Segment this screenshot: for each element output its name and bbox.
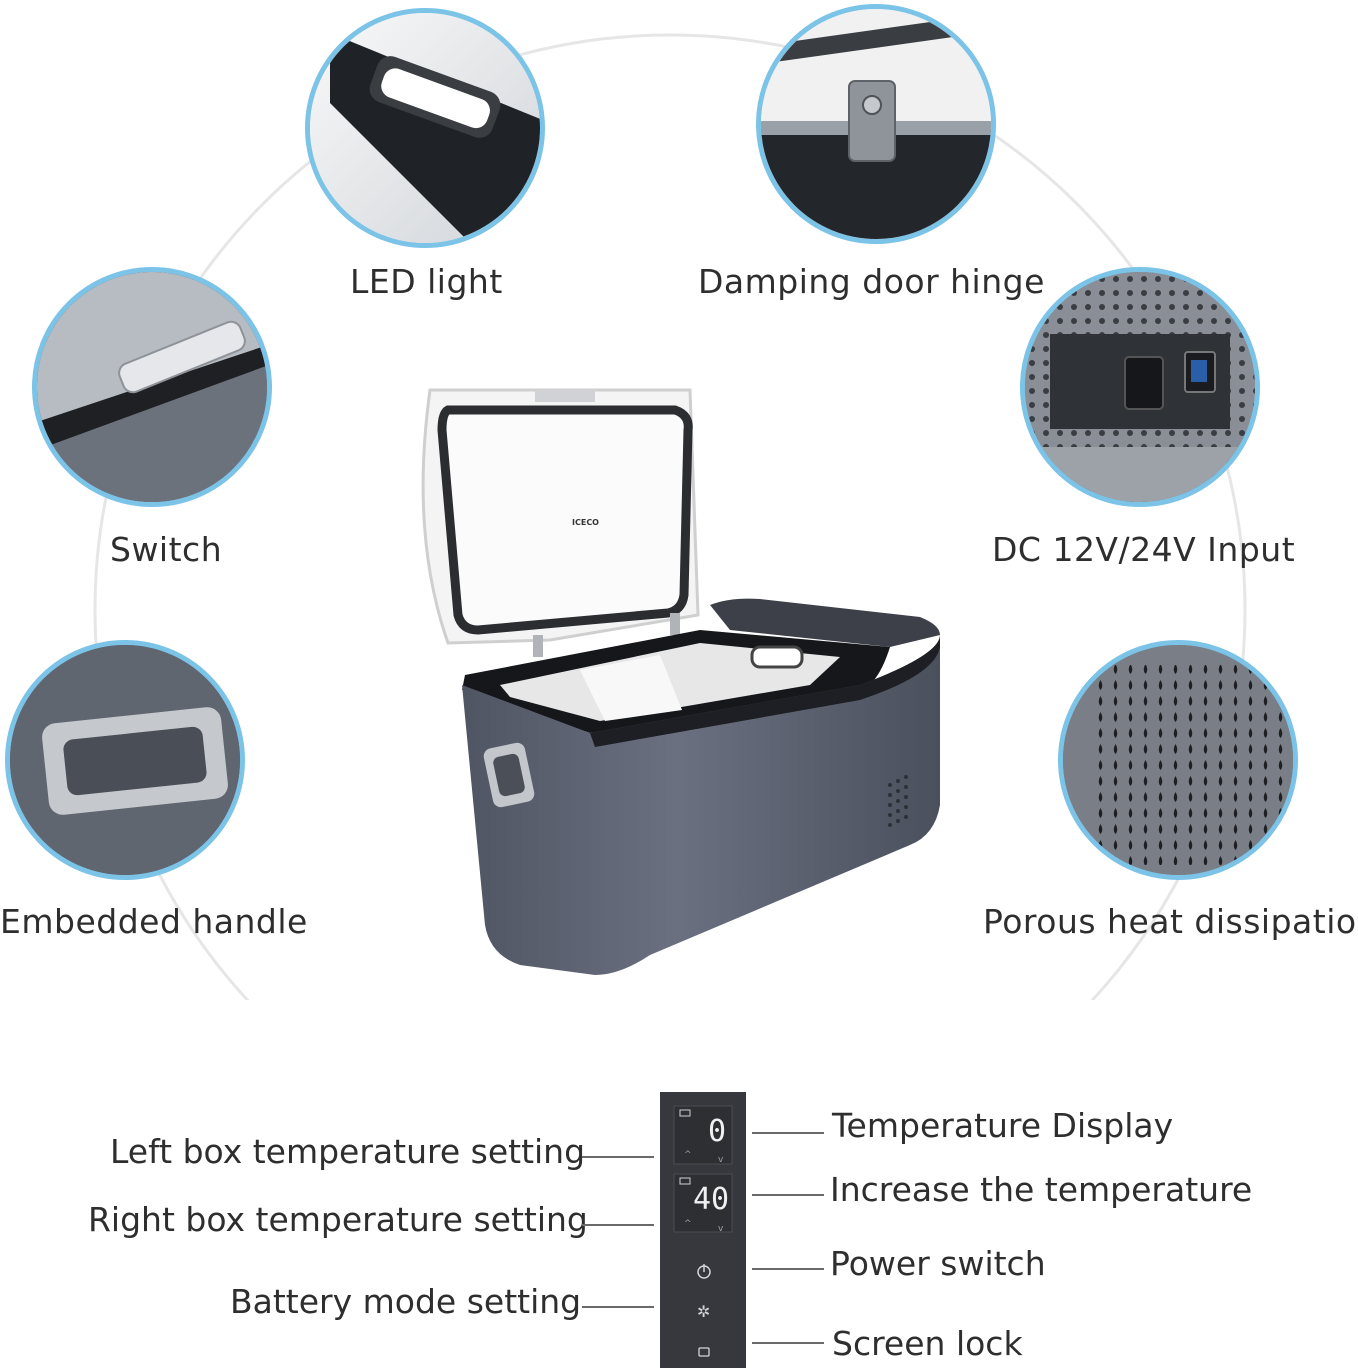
leader-line <box>752 1132 824 1134</box>
embedded-handle-label: Embedded handle <box>0 902 308 941</box>
heat-dissipation-label: Porous heat dissipation <box>983 902 1358 941</box>
heat-dissipation-detail-image <box>1058 640 1298 880</box>
damping-hinge-label: Damping door hinge <box>698 262 1045 301</box>
embedded-handle-detail-image <box>5 640 245 880</box>
switch-detail-image <box>32 267 272 507</box>
power-switch-label: Power switch <box>830 1244 1046 1283</box>
temperature-display-label: Temperature Display <box>832 1106 1174 1145</box>
leader-line <box>582 1306 654 1308</box>
leader-line <box>752 1268 824 1270</box>
increase-temperature-label: Increase the temperature <box>830 1170 1253 1209</box>
leader-line <box>752 1342 824 1344</box>
leader-line <box>752 1194 824 1196</box>
damping-hinge-detail-image <box>756 4 996 244</box>
dc-input-label: DC 12V/24V Input <box>992 530 1296 569</box>
guide-arc <box>93 33 1247 1000</box>
svg-text:^: ^ <box>684 1219 692 1229</box>
svg-text:v: v <box>718 1155 724 1165</box>
dc-input-detail-image <box>1020 267 1260 507</box>
svg-text:✲: ✲ <box>697 1302 710 1321</box>
battery-mode-label: Battery mode setting <box>230 1282 582 1321</box>
left-box-setting-label: Left box temperature setting <box>110 1132 586 1171</box>
brand-logo: ICECO <box>572 518 599 527</box>
screen-lock-label: Screen lock <box>832 1324 1023 1363</box>
led-light-label: LED light <box>350 262 503 301</box>
leader-line <box>582 1224 654 1226</box>
led-light-detail-image <box>305 8 545 248</box>
leader-line <box>582 1156 654 1158</box>
switch-label: Switch <box>110 530 223 569</box>
panel-display-bottom: 40 <box>693 1182 730 1217</box>
portable-fridge-image: ICECO <box>400 385 950 980</box>
control-panel-image: ^ v ^ v ✲ <box>660 1092 746 1368</box>
svg-text:^: ^ <box>684 1150 692 1160</box>
panel-display-top: 0 <box>708 1114 727 1149</box>
svg-text:v: v <box>718 1224 724 1234</box>
right-box-setting-label: Right box temperature setting <box>88 1200 588 1239</box>
